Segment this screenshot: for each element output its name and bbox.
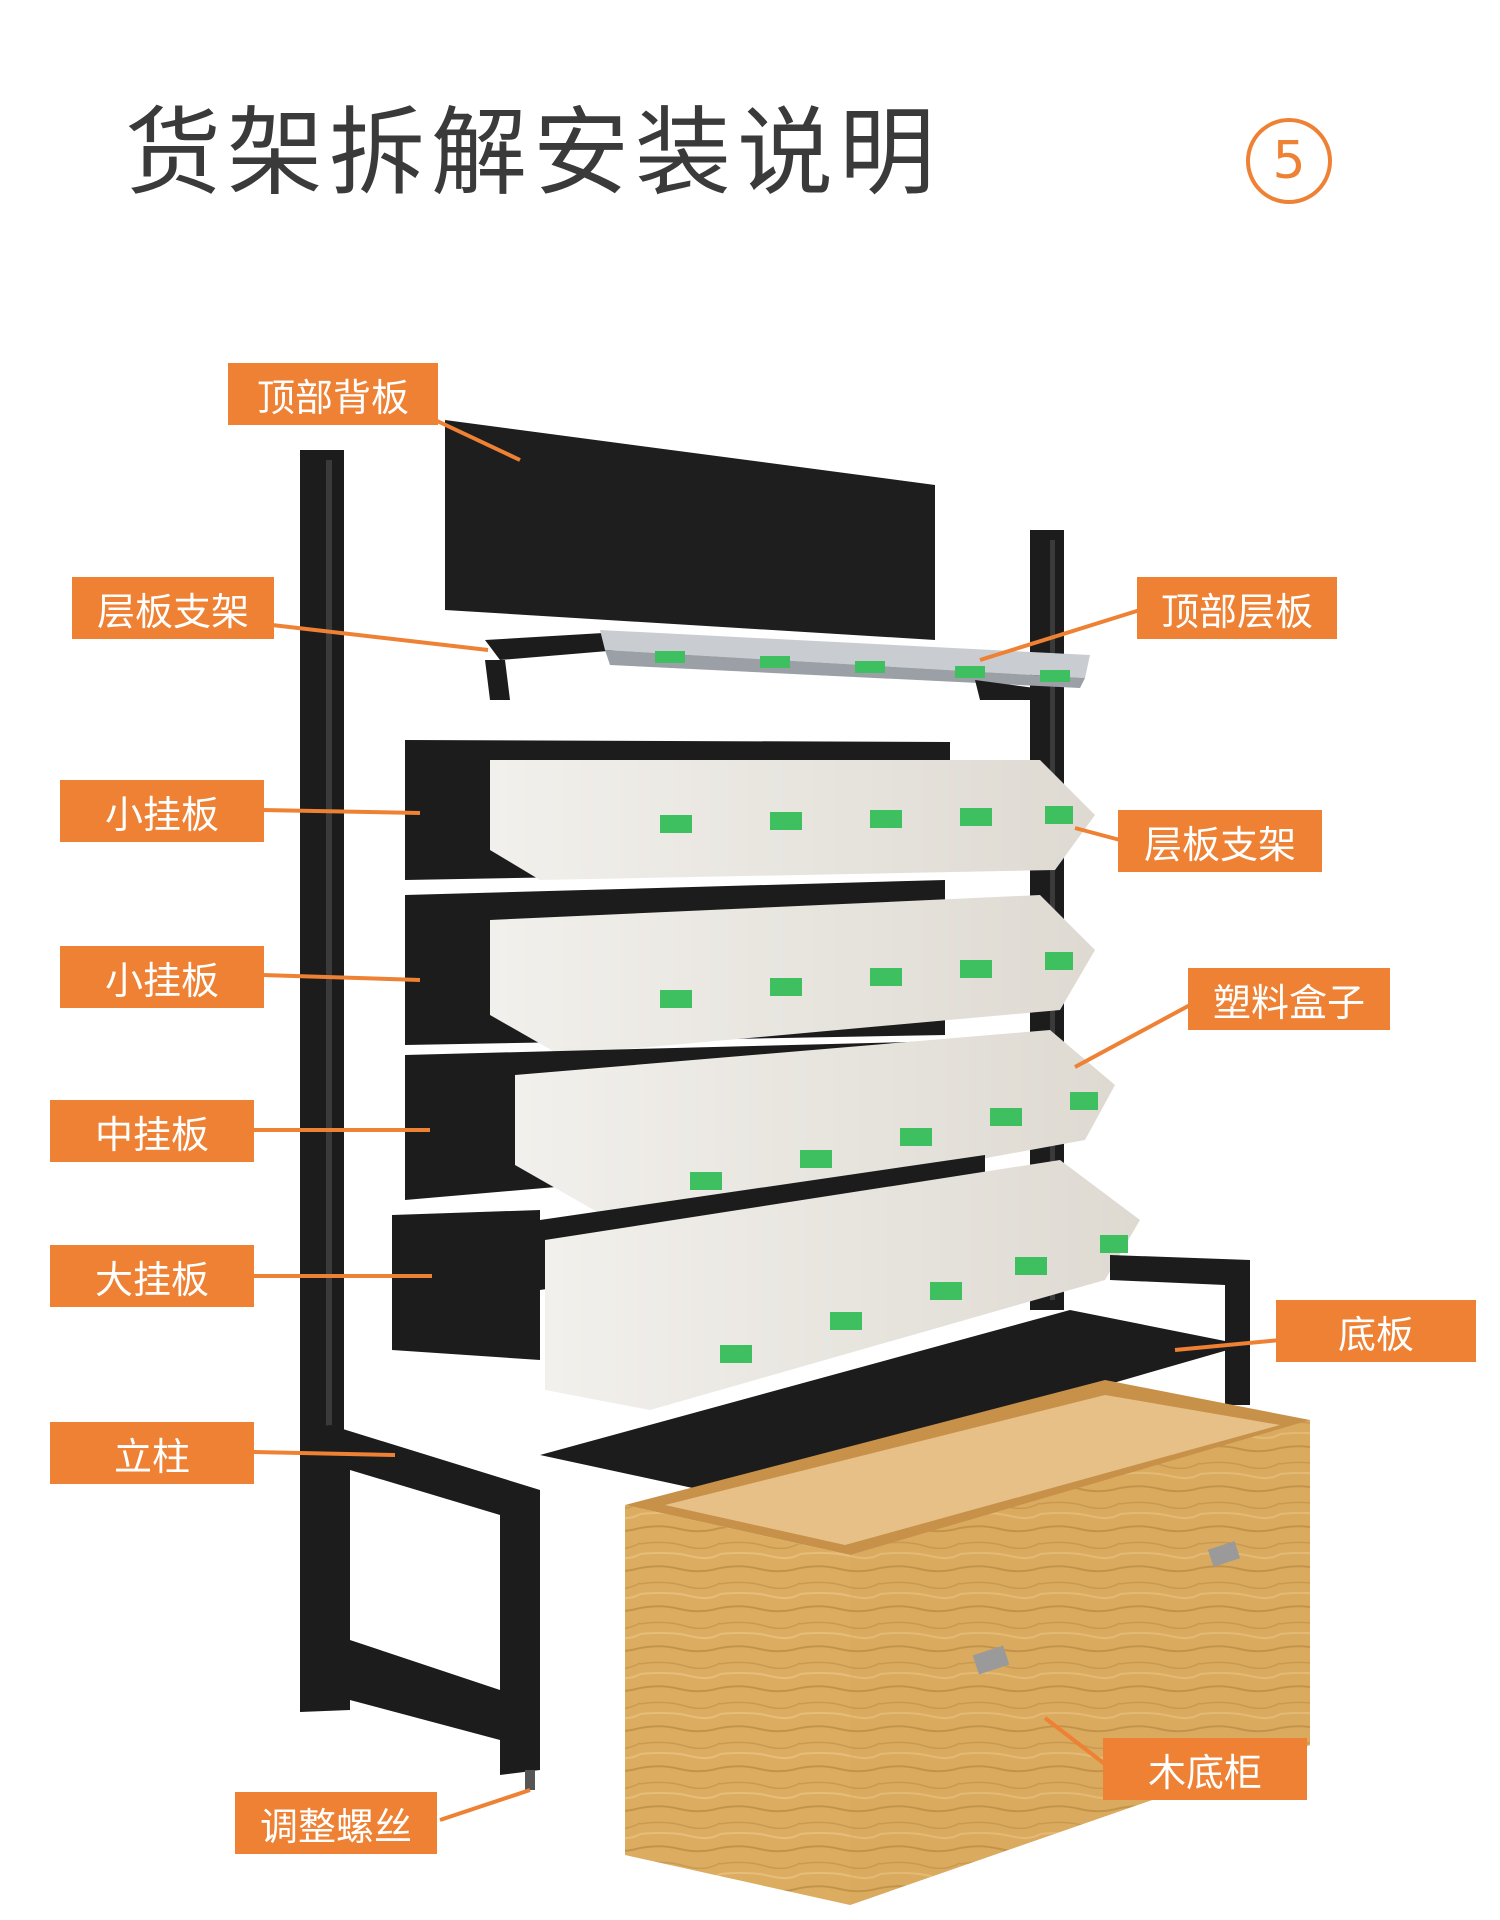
label-plastic-box: 塑料盒子 xyxy=(1188,968,1390,1030)
label-top-back-panel: 顶部背板 xyxy=(228,363,438,425)
label-wooden-base-cabinet: 木底柜 xyxy=(1103,1738,1307,1800)
label-shelf-bracket-right: 层板支架 xyxy=(1118,810,1322,872)
label-top-shelf: 顶部层板 xyxy=(1137,577,1337,639)
upright-post-left xyxy=(300,450,540,1790)
page-title: 货架拆解安装说明 xyxy=(125,97,941,209)
leader-lines xyxy=(252,418,1281,1822)
small-hanging-board-2 xyxy=(405,880,1095,1055)
label-upright-post: 立柱 xyxy=(50,1422,254,1484)
label-large-hanging-board: 大挂板 xyxy=(50,1245,254,1307)
label-small-hanging-board-2: 小挂板 xyxy=(60,946,264,1008)
top-shelf xyxy=(485,630,1090,700)
medium-hanging-board xyxy=(405,1030,1115,1225)
label-shelf-bracket-left: 层板支架 xyxy=(72,577,274,639)
base-board xyxy=(540,1310,1245,1495)
label-adjusting-screw: 调整螺丝 xyxy=(235,1792,437,1854)
small-hanging-board-1 xyxy=(405,740,1095,880)
top-back-panel xyxy=(445,420,935,640)
step-number-badge: 5 xyxy=(1246,118,1332,204)
label-small-hanging-board-1: 小挂板 xyxy=(60,780,264,842)
label-medium-hanging-board: 中挂板 xyxy=(50,1100,254,1162)
label-base-board: 底板 xyxy=(1276,1300,1476,1362)
large-hanging-board xyxy=(392,1155,1250,1410)
